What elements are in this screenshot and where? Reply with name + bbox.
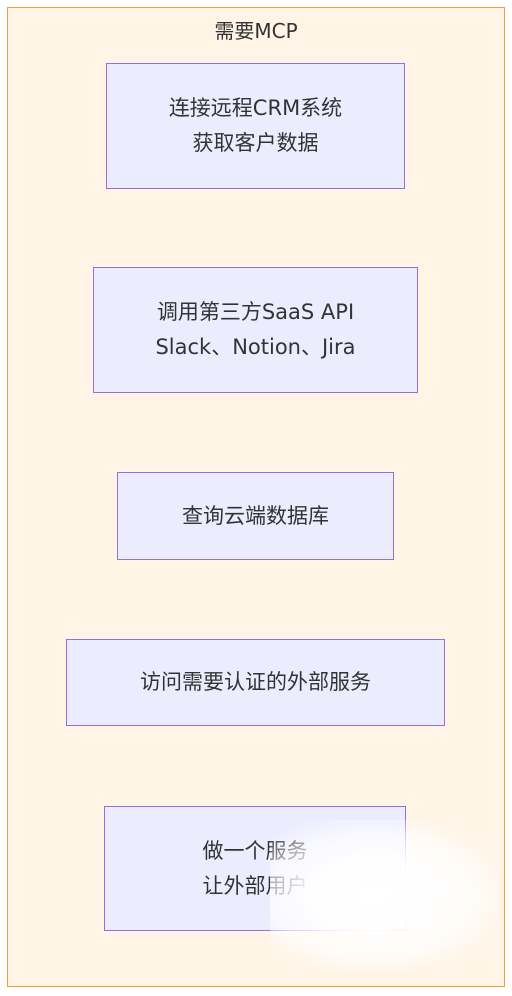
node-label-line: Slack、Notion、Jira: [155, 335, 356, 359]
node-label-line: 做一个服务: [202, 838, 308, 863]
node-remote-crm: 连接远程CRM系统 获取客户数据: [106, 63, 405, 189]
node-authenticated-service: 访问需要认证的外部服务: [66, 639, 445, 726]
node-label-line: 让外部用户: [202, 873, 308, 898]
node-label-line: 查询云端数据库: [182, 503, 329, 528]
node-external-service: 做一个服务 让外部用户: [104, 806, 406, 931]
node-label-line: 访问需要认证的外部服务: [140, 670, 371, 694]
node-label-line: 连接远程CRM系统: [168, 96, 343, 120]
node-third-party-saas: 调用第三方SaaS API Slack、Notion、Jira: [93, 267, 418, 393]
node-label-line: 调用第三方SaaS API: [156, 300, 355, 324]
node-cloud-database: 查询云端数据库: [117, 472, 394, 560]
node-label-line: 获取客户数据: [192, 131, 319, 155]
subgraph-title: 需要MCP: [214, 19, 298, 43]
